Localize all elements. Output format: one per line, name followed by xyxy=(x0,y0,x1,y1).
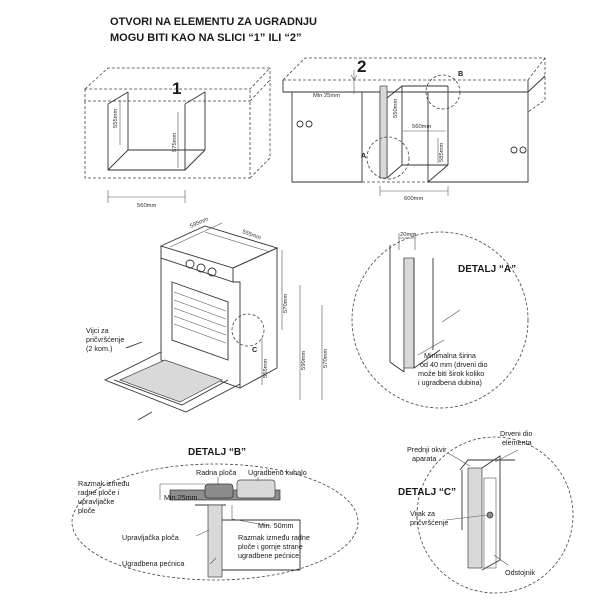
detail-c-marker: C xyxy=(252,345,257,354)
detail-b-gap-2: radne ploče i xyxy=(78,488,120,497)
detail-a xyxy=(351,231,529,409)
fig2-width-dim: 560mm xyxy=(412,124,432,130)
detail-b-min25: Min.25mm xyxy=(164,493,198,502)
detail-c-wood-1: Drveni dio xyxy=(500,429,532,438)
oven-inner-dim: 555mm xyxy=(263,358,269,378)
detail-b-min50: Min. 50mm xyxy=(258,521,294,530)
detail-b-gap2-3: ugradbene pećnice xyxy=(238,551,299,560)
detail-b-worktop: Radna ploča xyxy=(196,468,236,477)
detail-a-note-1: Minimalna širina xyxy=(424,351,476,360)
header-line-1: OTVORI NA ELEMENTU ZA UGRADNJU xyxy=(110,16,317,28)
detail-c-title: DETALJ “C” xyxy=(398,487,456,498)
oven-width-dim: 595mm xyxy=(189,216,209,229)
oven-side-dim: 570mm xyxy=(283,293,289,313)
detail-a-marker: A xyxy=(361,151,366,160)
fig2-total-dim: 600mm xyxy=(404,196,424,202)
detail-b-hob: Ugradbeno kuhalo xyxy=(248,468,307,477)
detail-b-gap2-2: ploče i gornje strane xyxy=(238,542,303,551)
detail-c xyxy=(416,436,574,594)
detail-c-spacer: Odstojnik xyxy=(505,568,535,577)
detail-c-screw-2: pričvršćenje xyxy=(410,518,448,527)
detail-c-wood-2: elementa xyxy=(502,438,532,447)
fig1-depth-dim: 555mm xyxy=(113,108,119,128)
detail-b-title: DETALJ “B” xyxy=(188,447,246,458)
detail-b-marker: B xyxy=(458,69,463,78)
oven-height-dim-2: 570mm xyxy=(323,348,329,368)
detail-c-screw-1: Vijak za xyxy=(410,509,435,518)
detail-b-gap-4: ploče xyxy=(78,506,95,515)
fig2-min-label: Min 25mm xyxy=(313,93,340,99)
detail-c-front-1: Prednji okvir xyxy=(407,445,447,454)
figure-2-cabinet xyxy=(282,57,546,196)
figure-2-number: 2 xyxy=(357,57,366,76)
oven-drawing xyxy=(103,222,323,421)
detail-b-control-panel: Upravljačka ploča xyxy=(122,533,179,542)
fig2-height-dim: 585mm xyxy=(439,142,445,162)
fig1-height-dim: 575mm xyxy=(172,132,178,152)
screws-label-1: Vijci za xyxy=(86,326,109,335)
oven-depth-dim: 555mm xyxy=(241,229,261,241)
detail-b-oven: Ugradbena pećnica xyxy=(122,559,184,568)
detail-a-note-4: i ugradbena dubina) xyxy=(418,378,482,387)
fig1-width-dim: 560mm xyxy=(137,203,157,209)
detail-b-gap-3: upravljačke xyxy=(78,497,114,506)
screws-label-3: (2 kom.) xyxy=(86,344,112,353)
detail-a-note-3: može biti širok koliko xyxy=(418,369,484,378)
detail-b xyxy=(71,463,359,581)
screws-label-2: pričvršćenje xyxy=(86,335,124,344)
fig2-depth-dim: 550mm xyxy=(393,98,399,118)
detail-b-gap-1: Razmak između xyxy=(78,479,130,488)
figure-1-number: 1 xyxy=(172,79,181,98)
detail-a-dim: 20mm xyxy=(400,232,416,238)
figure-1-cabinet xyxy=(83,67,271,203)
detail-a-note-2: od 40 mm (drveni dio xyxy=(420,360,488,369)
oven-height-dim-1: 590mm xyxy=(301,350,307,370)
detail-c-front-2: aparata xyxy=(412,454,436,463)
header-line-2: MOGU BITI KAO NA SLICI “1” ILI “2” xyxy=(110,32,302,44)
detail-b-gap2-1: Razmak između radne xyxy=(238,533,310,542)
detail-a-title: DETALJ “A” xyxy=(458,264,516,275)
